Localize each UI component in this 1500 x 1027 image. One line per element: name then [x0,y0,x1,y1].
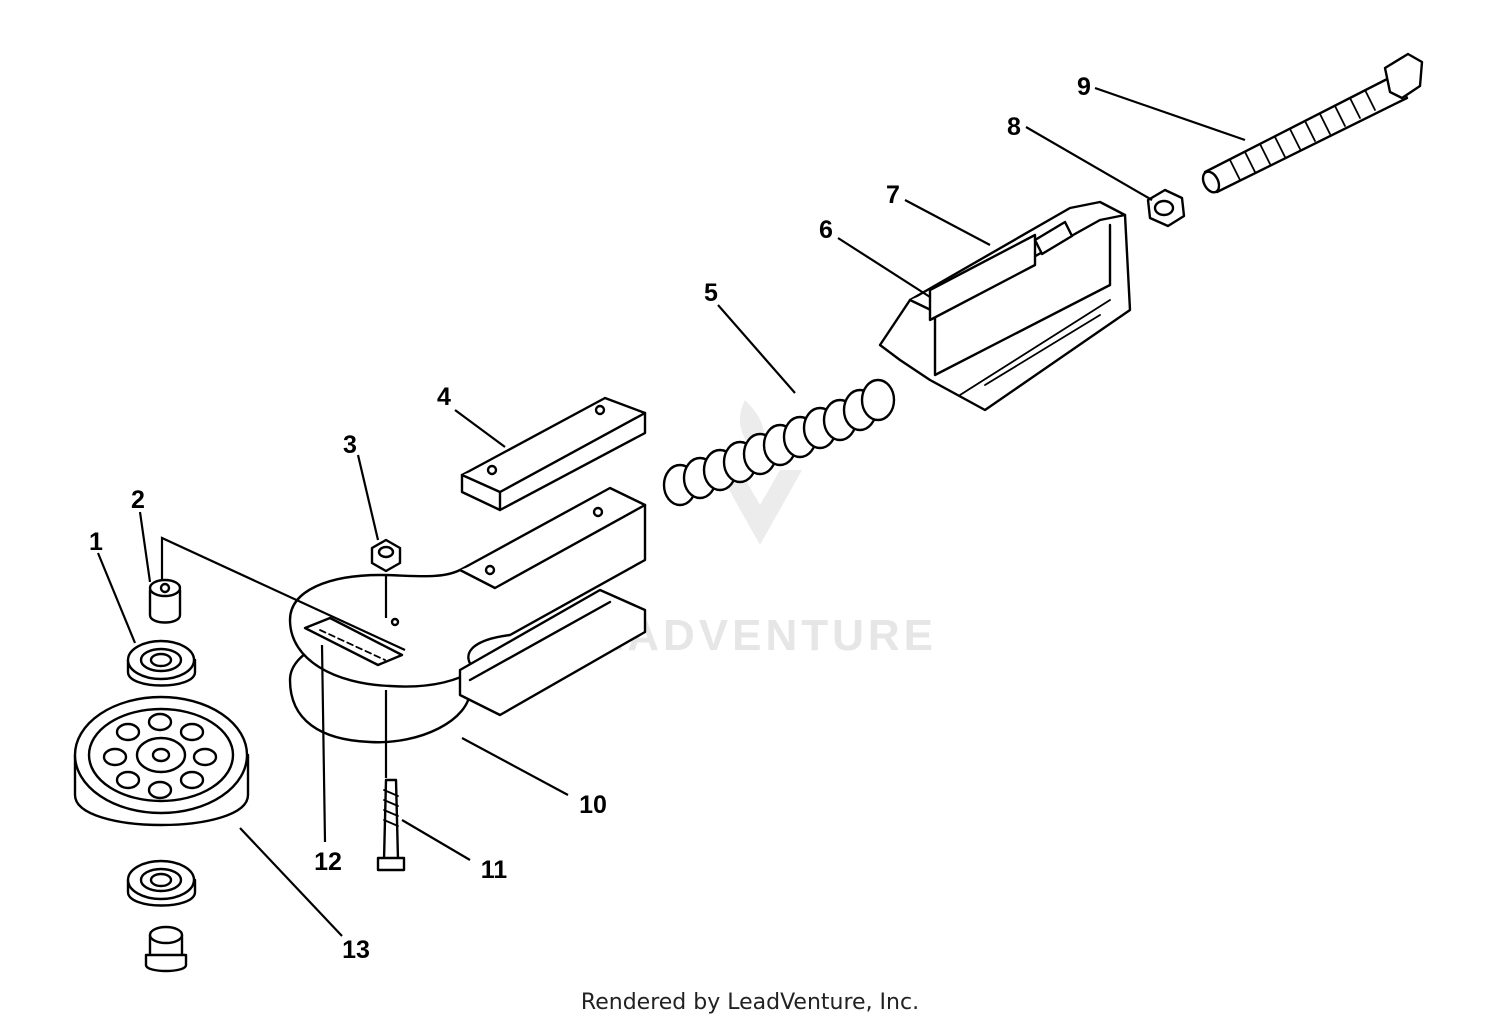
callout-6: 6 [819,216,833,244]
callout-7: 7 [886,181,900,209]
callout-10: 10 [579,791,607,819]
callout-1: 1 [89,528,103,556]
callout-4: 4 [437,383,451,411]
callout-12: 12 [314,848,342,876]
part-11-bolt [376,778,406,872]
part-12-decal [303,616,404,667]
part-13-pulley [73,695,250,827]
part-4-channel [460,396,647,512]
part-5-spring [662,378,896,507]
axis-lines [160,536,406,778]
callout-3: 3 [343,431,357,459]
part-6-7-bracket [878,200,1132,412]
rendered-by-footer: Rendered by LeadVenture, Inc. [580,990,920,1015]
callout-labels: 9 8 7 6 5 4 3 2 1 10 11 12 13 [89,73,1091,964]
part-3-nut [370,538,402,573]
callout-9: 9 [1077,73,1091,101]
callout-2: 2 [131,486,145,514]
callout-8: 8 [1007,113,1021,141]
part-1-bearing [126,639,197,687]
part-10-arm [288,486,647,744]
part-8-nut [1146,188,1186,228]
callout-13: 13 [342,936,370,964]
leader-lines [96,86,1246,937]
callout-11: 11 [481,856,508,884]
callout-5: 5 [704,279,718,307]
part-1-bearing-lower [126,859,197,907]
part-9-bolt [1201,52,1424,194]
part-2-bushing [148,578,182,624]
part-2-bushing-lower [144,925,188,973]
